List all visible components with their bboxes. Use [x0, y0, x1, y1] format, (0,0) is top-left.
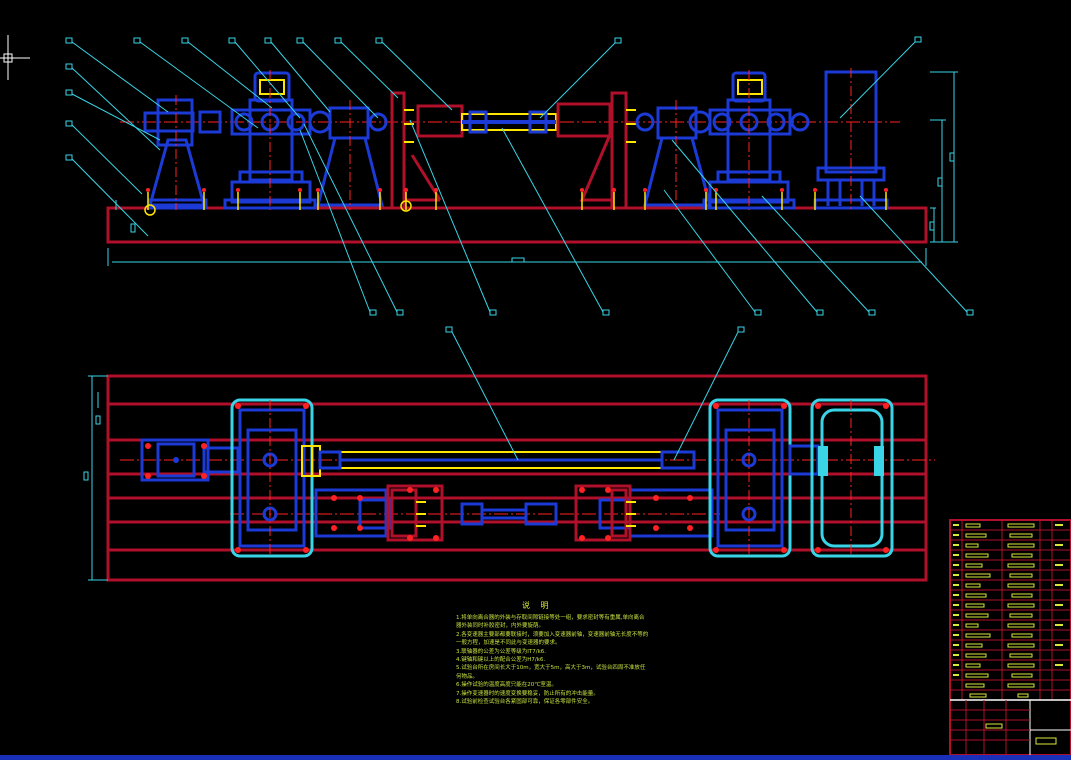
note-item: 3.联轴器的公差为公差等级为IT7/k6.	[456, 648, 547, 655]
top-view	[83, 326, 935, 582]
left-support	[308, 106, 388, 207]
note-item: 8.试验前检查试验台各紧固部可靠，保证各零部件安全。	[456, 699, 594, 706]
note-item: 何物品。	[456, 673, 479, 680]
plan-lower-train	[314, 488, 714, 538]
central-shaft	[461, 110, 557, 134]
note-item: 一般方程，加速是不同此与变速器的要求。	[456, 640, 561, 647]
title-block	[949, 519, 1071, 756]
notes-list: 1.将单向离合器的外装与存取间隙链接等处一组，要求密封等有重属,单向离合 器外装…	[456, 614, 706, 706]
note-item: 器外装同时补胶密封，内外要旋荫。	[456, 623, 545, 630]
plan-left-transmission	[230, 398, 314, 558]
note-item: 1.将单向离合器的外装与存取间隙链接等处一组，要求密封等有重属,单向离合	[456, 615, 645, 621]
plan-upper-shaft	[301, 445, 696, 477]
left-sensor-frame	[390, 91, 464, 210]
status-bar	[0, 755, 1071, 760]
notes-title: 说 明	[522, 601, 553, 610]
base-bed	[106, 206, 928, 244]
anchor-bolts	[147, 192, 887, 210]
note-item: 5.试验台所在房间长大于10m，宽大于5m，高大于3m，试验台四周不准放任	[456, 665, 646, 672]
note-item: 2.各变速器主要部都要联接时，须要加入变速器前轴，变速器前轴无长度不等的	[456, 631, 649, 638]
balloon-leaders-bottom	[299, 119, 974, 316]
dimension-lines	[107, 71, 958, 266]
balloon-leaders-top	[65, 36, 922, 237]
plan-frame	[106, 374, 928, 582]
plan-load-motor	[810, 398, 894, 558]
crosshair-cursor-icon	[0, 35, 30, 80]
note-item: 7.操作变速器时的速度变换要稳妥，防止所有的冲击能量。	[456, 690, 599, 697]
plan-right-transmission	[708, 398, 820, 558]
front-view	[65, 36, 974, 316]
note-item: 6.操作试验的温度高度只能在20℃室温。	[456, 682, 557, 689]
left-drive-unit	[143, 98, 222, 210]
right-support	[635, 106, 712, 207]
note-item: 4.键轴和键以上的配合公差为H7/k6.	[456, 657, 546, 664]
plan-drive-motor	[140, 438, 240, 482]
right-transmission	[702, 71, 810, 210]
